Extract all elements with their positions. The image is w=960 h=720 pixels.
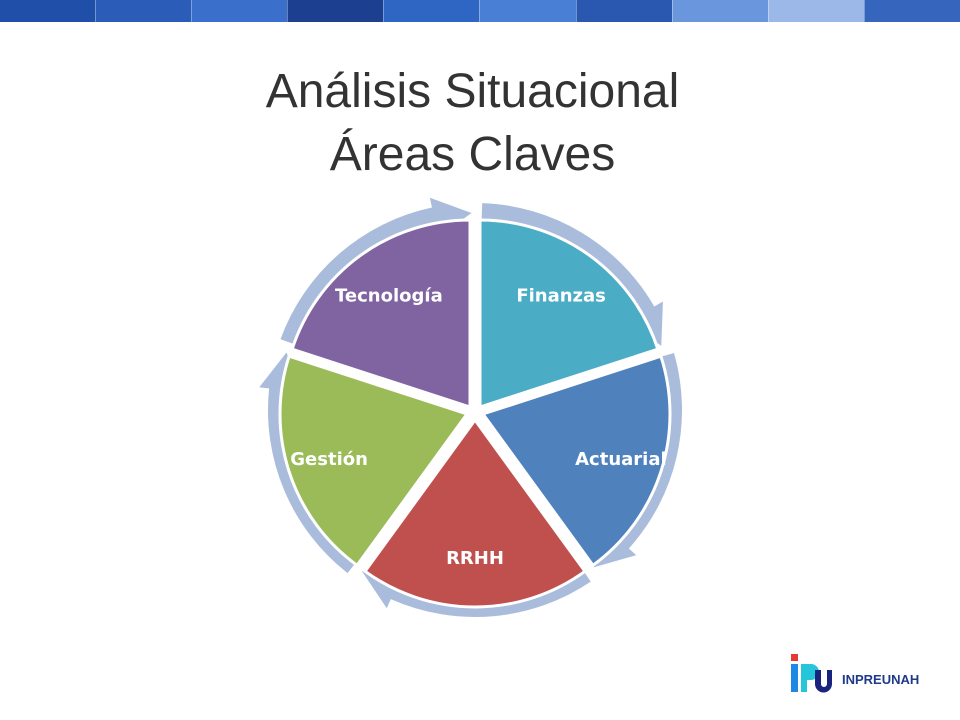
header-band-segment [95, 0, 192, 22]
header-band-segment [0, 0, 96, 22]
header-band-segment [287, 0, 384, 22]
cycle-segment-wedge [362, 417, 588, 609]
cycle-segment-label: RRHH [446, 548, 504, 569]
cycle-segment-label: Tecnología [335, 285, 443, 306]
cycle-segment: Gestión [278, 354, 470, 568]
cycle-segment-wedge [278, 354, 470, 568]
slide-title: Análisis Situacional [265, 65, 680, 118]
header-band [0, 0, 960, 22]
header-band-segment [479, 0, 576, 22]
cycle-segment-wedge [480, 354, 672, 568]
cycle-segment-wedge [290, 218, 472, 410]
cycle-arrow [362, 565, 591, 617]
cycle-segment-wedge [478, 218, 660, 410]
slide-subtitle: Áreas Claves [329, 128, 616, 181]
ipu-logo-icon [791, 654, 832, 693]
header-band-segment [575, 0, 672, 22]
header-band-segment [383, 0, 480, 22]
cycle-segment-label: Gestión [290, 449, 368, 470]
cycle-segment-label: Finanzas [516, 285, 606, 306]
header-band-segment [671, 0, 768, 22]
cycle-segment: RRHH [362, 417, 588, 609]
cycle-segment: Actuarial [480, 354, 672, 568]
org-name: INPREUNAH [842, 672, 920, 687]
cycle-segment: Finanzas [478, 218, 660, 410]
cycle-segment-label: Actuarial [575, 449, 667, 470]
cycle-segment: Tecnología [290, 218, 472, 410]
header-band-segment [191, 0, 288, 22]
header-band-segment [863, 0, 960, 22]
header-band-segment [767, 0, 864, 22]
